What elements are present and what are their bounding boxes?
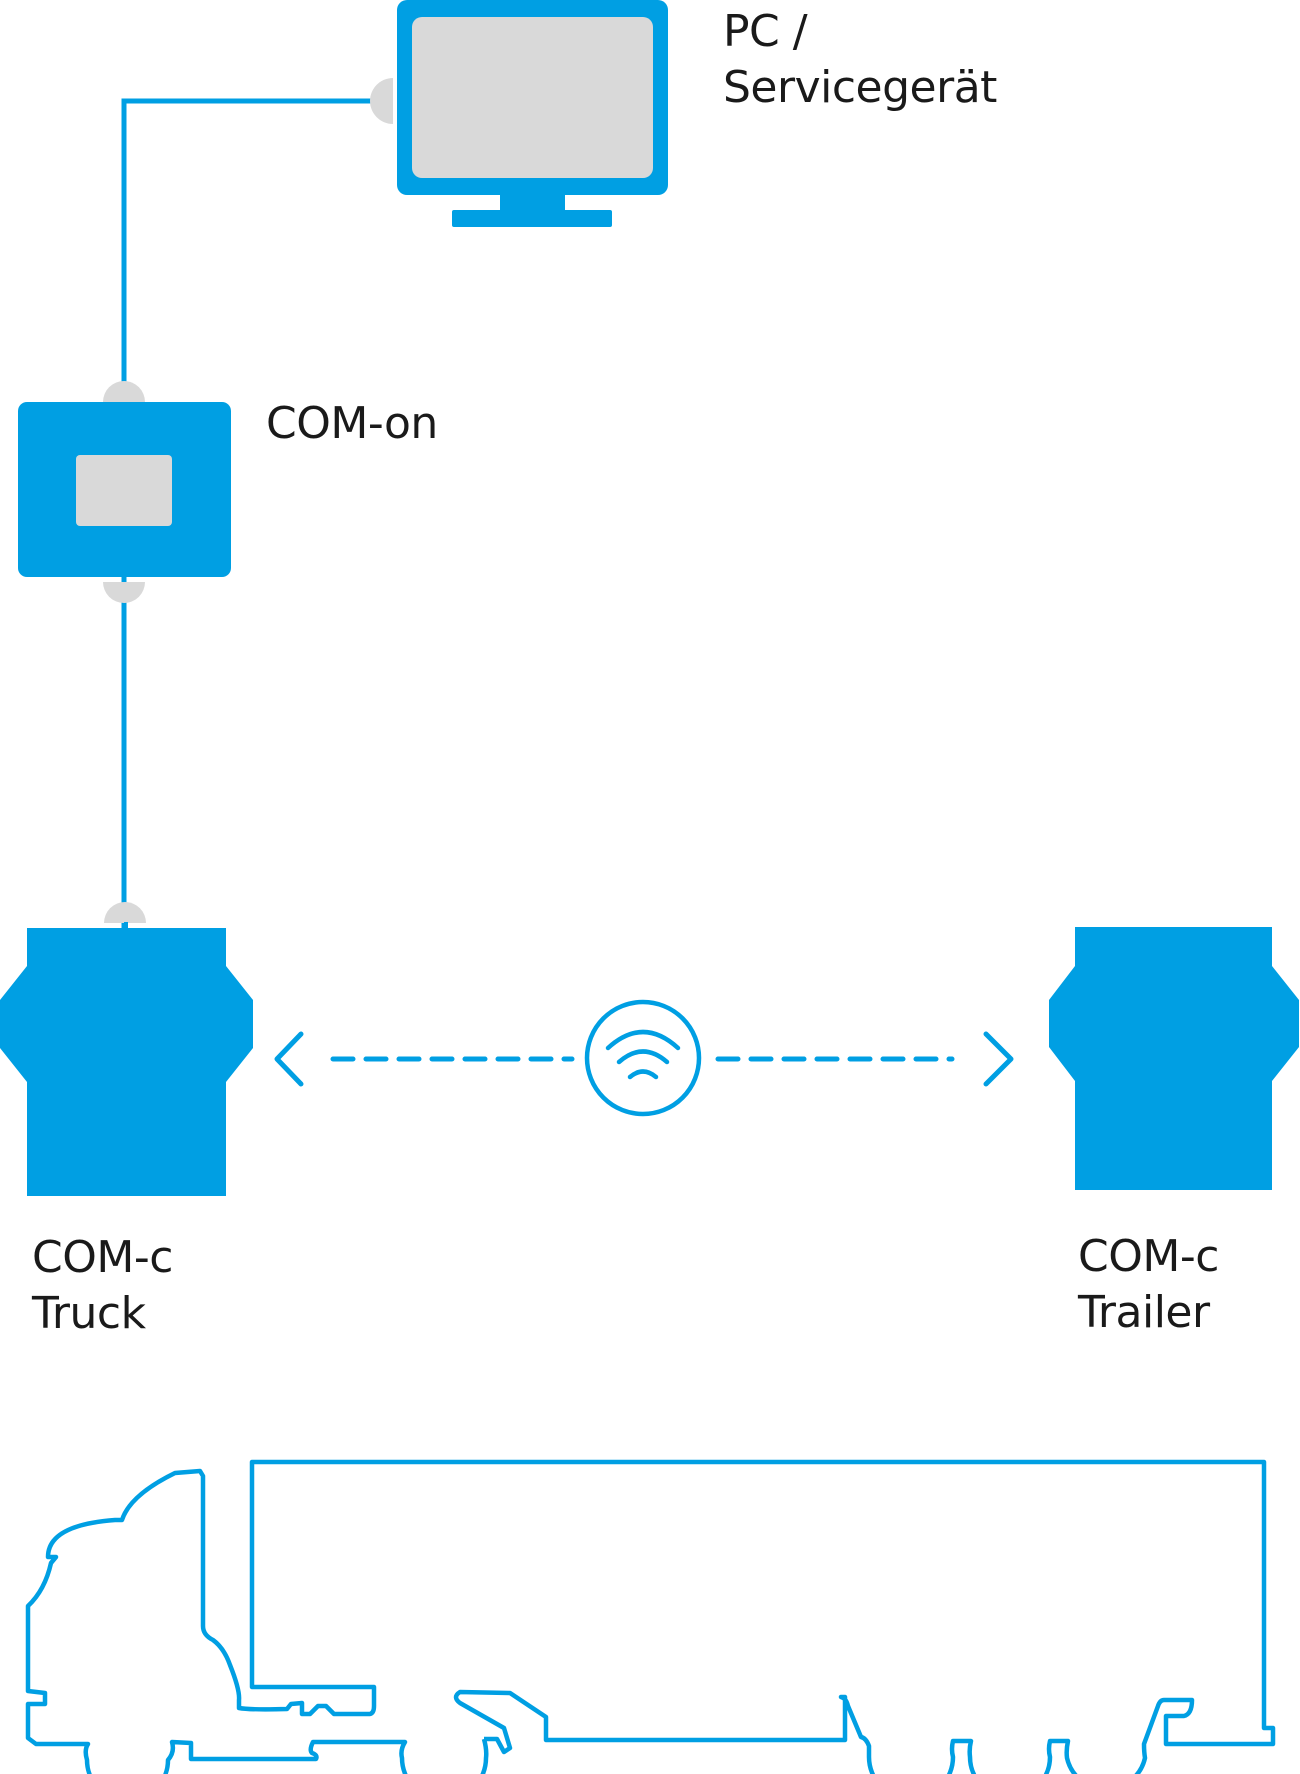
truck-with-trailer-outline: [25, 1459, 1276, 1774]
wifi-icon: [584, 999, 702, 1117]
connector-com-on-bottom: [103, 582, 145, 603]
cable-pc-to-com-on: [121, 98, 385, 400]
arrow-left-icon: [274, 1031, 304, 1087]
trailer-outline: [249, 1459, 1276, 1774]
pc-label: PC / Servicegerät: [723, 4, 997, 116]
com-c-truck-label-line2: Truck: [32, 1288, 146, 1339]
connector-pc: [370, 78, 393, 124]
pc-label-line1: PC /: [723, 6, 808, 57]
com-c-trailer-label-line2: Trailer: [1078, 1287, 1210, 1338]
com-on-label: COM-on: [266, 396, 438, 452]
connector-com-c-truck: [104, 902, 146, 923]
wireless-link: [274, 999, 1014, 1117]
com-on-label-text: COM-on: [266, 398, 438, 449]
com-c-truck-label: COM-c Truck: [32, 1230, 173, 1342]
com-on-device-icon: [18, 381, 231, 603]
arrow-right-icon: [983, 1031, 1014, 1087]
monitor-icon: [370, 0, 668, 227]
com-c-trailer-device-icon: [1049, 927, 1299, 1190]
connector-com-on-top: [103, 381, 145, 402]
tractor-outline: [25, 1468, 489, 1774]
com-c-truck-label-line1: COM-c: [32, 1232, 173, 1283]
com-c-trailer-label-line1: COM-c: [1078, 1231, 1219, 1282]
pc-label-line2: Servicegerät: [723, 62, 997, 113]
com-c-truck-device-icon: [0, 902, 253, 1196]
com-c-trailer-label: COM-c Trailer: [1078, 1229, 1219, 1341]
